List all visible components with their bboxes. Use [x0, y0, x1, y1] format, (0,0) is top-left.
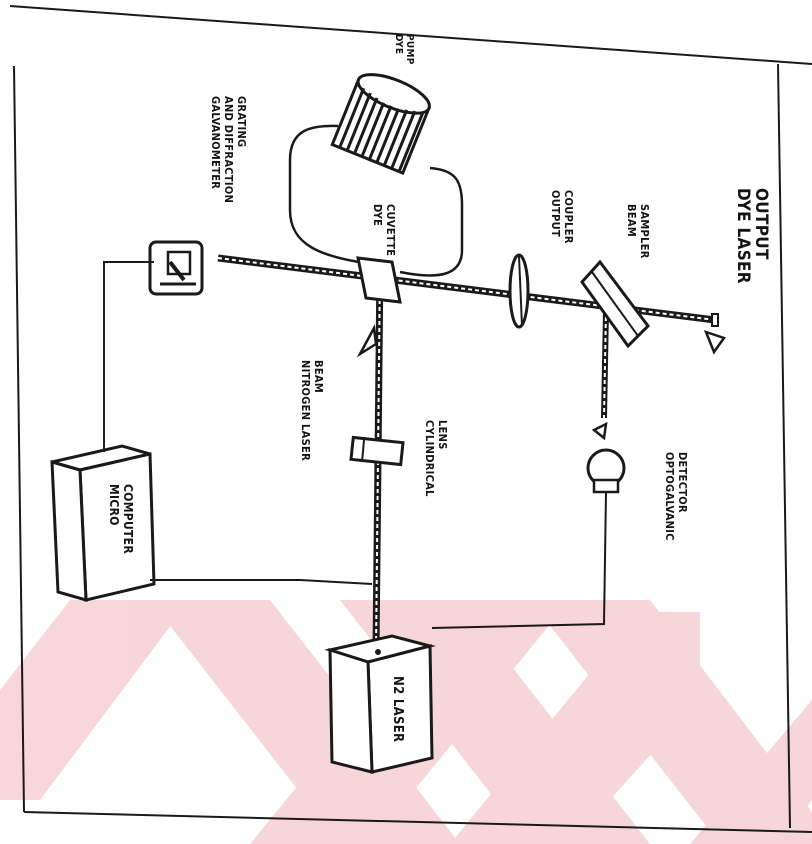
n2-laser — [330, 636, 432, 772]
dye-pump — [332, 67, 434, 173]
dye-cuvette-label-1: DYE — [371, 204, 384, 226]
optogalvanic-detector — [588, 424, 624, 492]
beam-sampler-label-1: BEAM — [625, 204, 638, 237]
dye-laser-output-label-1: DYE LASER — [733, 188, 753, 284]
cylindrical-lens-label-2: LENS — [436, 420, 449, 450]
dye-pump-label-2: PUMP — [404, 34, 415, 65]
output-coupler-label-2: COUPLER — [562, 190, 575, 244]
cylindrical-lens — [351, 437, 403, 464]
galvanometer-label-3: GRATING — [235, 96, 248, 147]
cylindrical-lens-label-1: CYLINDRICAL — [423, 420, 436, 497]
galvanometer-grating — [150, 242, 202, 294]
output-coupler-label-1: OUTPUT — [549, 190, 562, 237]
micro-computer-label-1: MICRO — [107, 484, 121, 526]
dye-laser-output-label-2: OUTPUT — [751, 188, 771, 260]
output-coupler — [510, 255, 528, 327]
nitrogen-beam-label-2: BEAM — [312, 360, 325, 393]
n2-laser-label: N2 LASER — [390, 676, 405, 742]
dye-pump-label-1: DYE — [393, 34, 404, 54]
micro-computer-label-2: COMPUTER — [121, 484, 135, 554]
beam-sampler-label-2: SAMPLER — [638, 204, 651, 259]
nitrogen-beam-arrow — [360, 328, 376, 354]
dye-cuvette-label-2: CUVETTE — [384, 204, 397, 256]
dye-cuvette — [358, 258, 400, 302]
dye-laser-beam — [218, 258, 715, 320]
galvanometer-label-2: AND DIFFRACTION — [222, 96, 235, 203]
dye-output-arrow — [706, 332, 724, 352]
optogalvanic-label-2: DETECTOR — [676, 452, 689, 513]
optogalvanic-label-1: OPTOGALVANIC — [663, 452, 676, 541]
micro-computer — [52, 446, 154, 600]
nitrogen-beam-label-1: NITROGEN LASER — [299, 360, 312, 461]
sampled-beam — [604, 310, 606, 418]
galvanometer-label-1: GALVANOMETER — [209, 96, 222, 189]
